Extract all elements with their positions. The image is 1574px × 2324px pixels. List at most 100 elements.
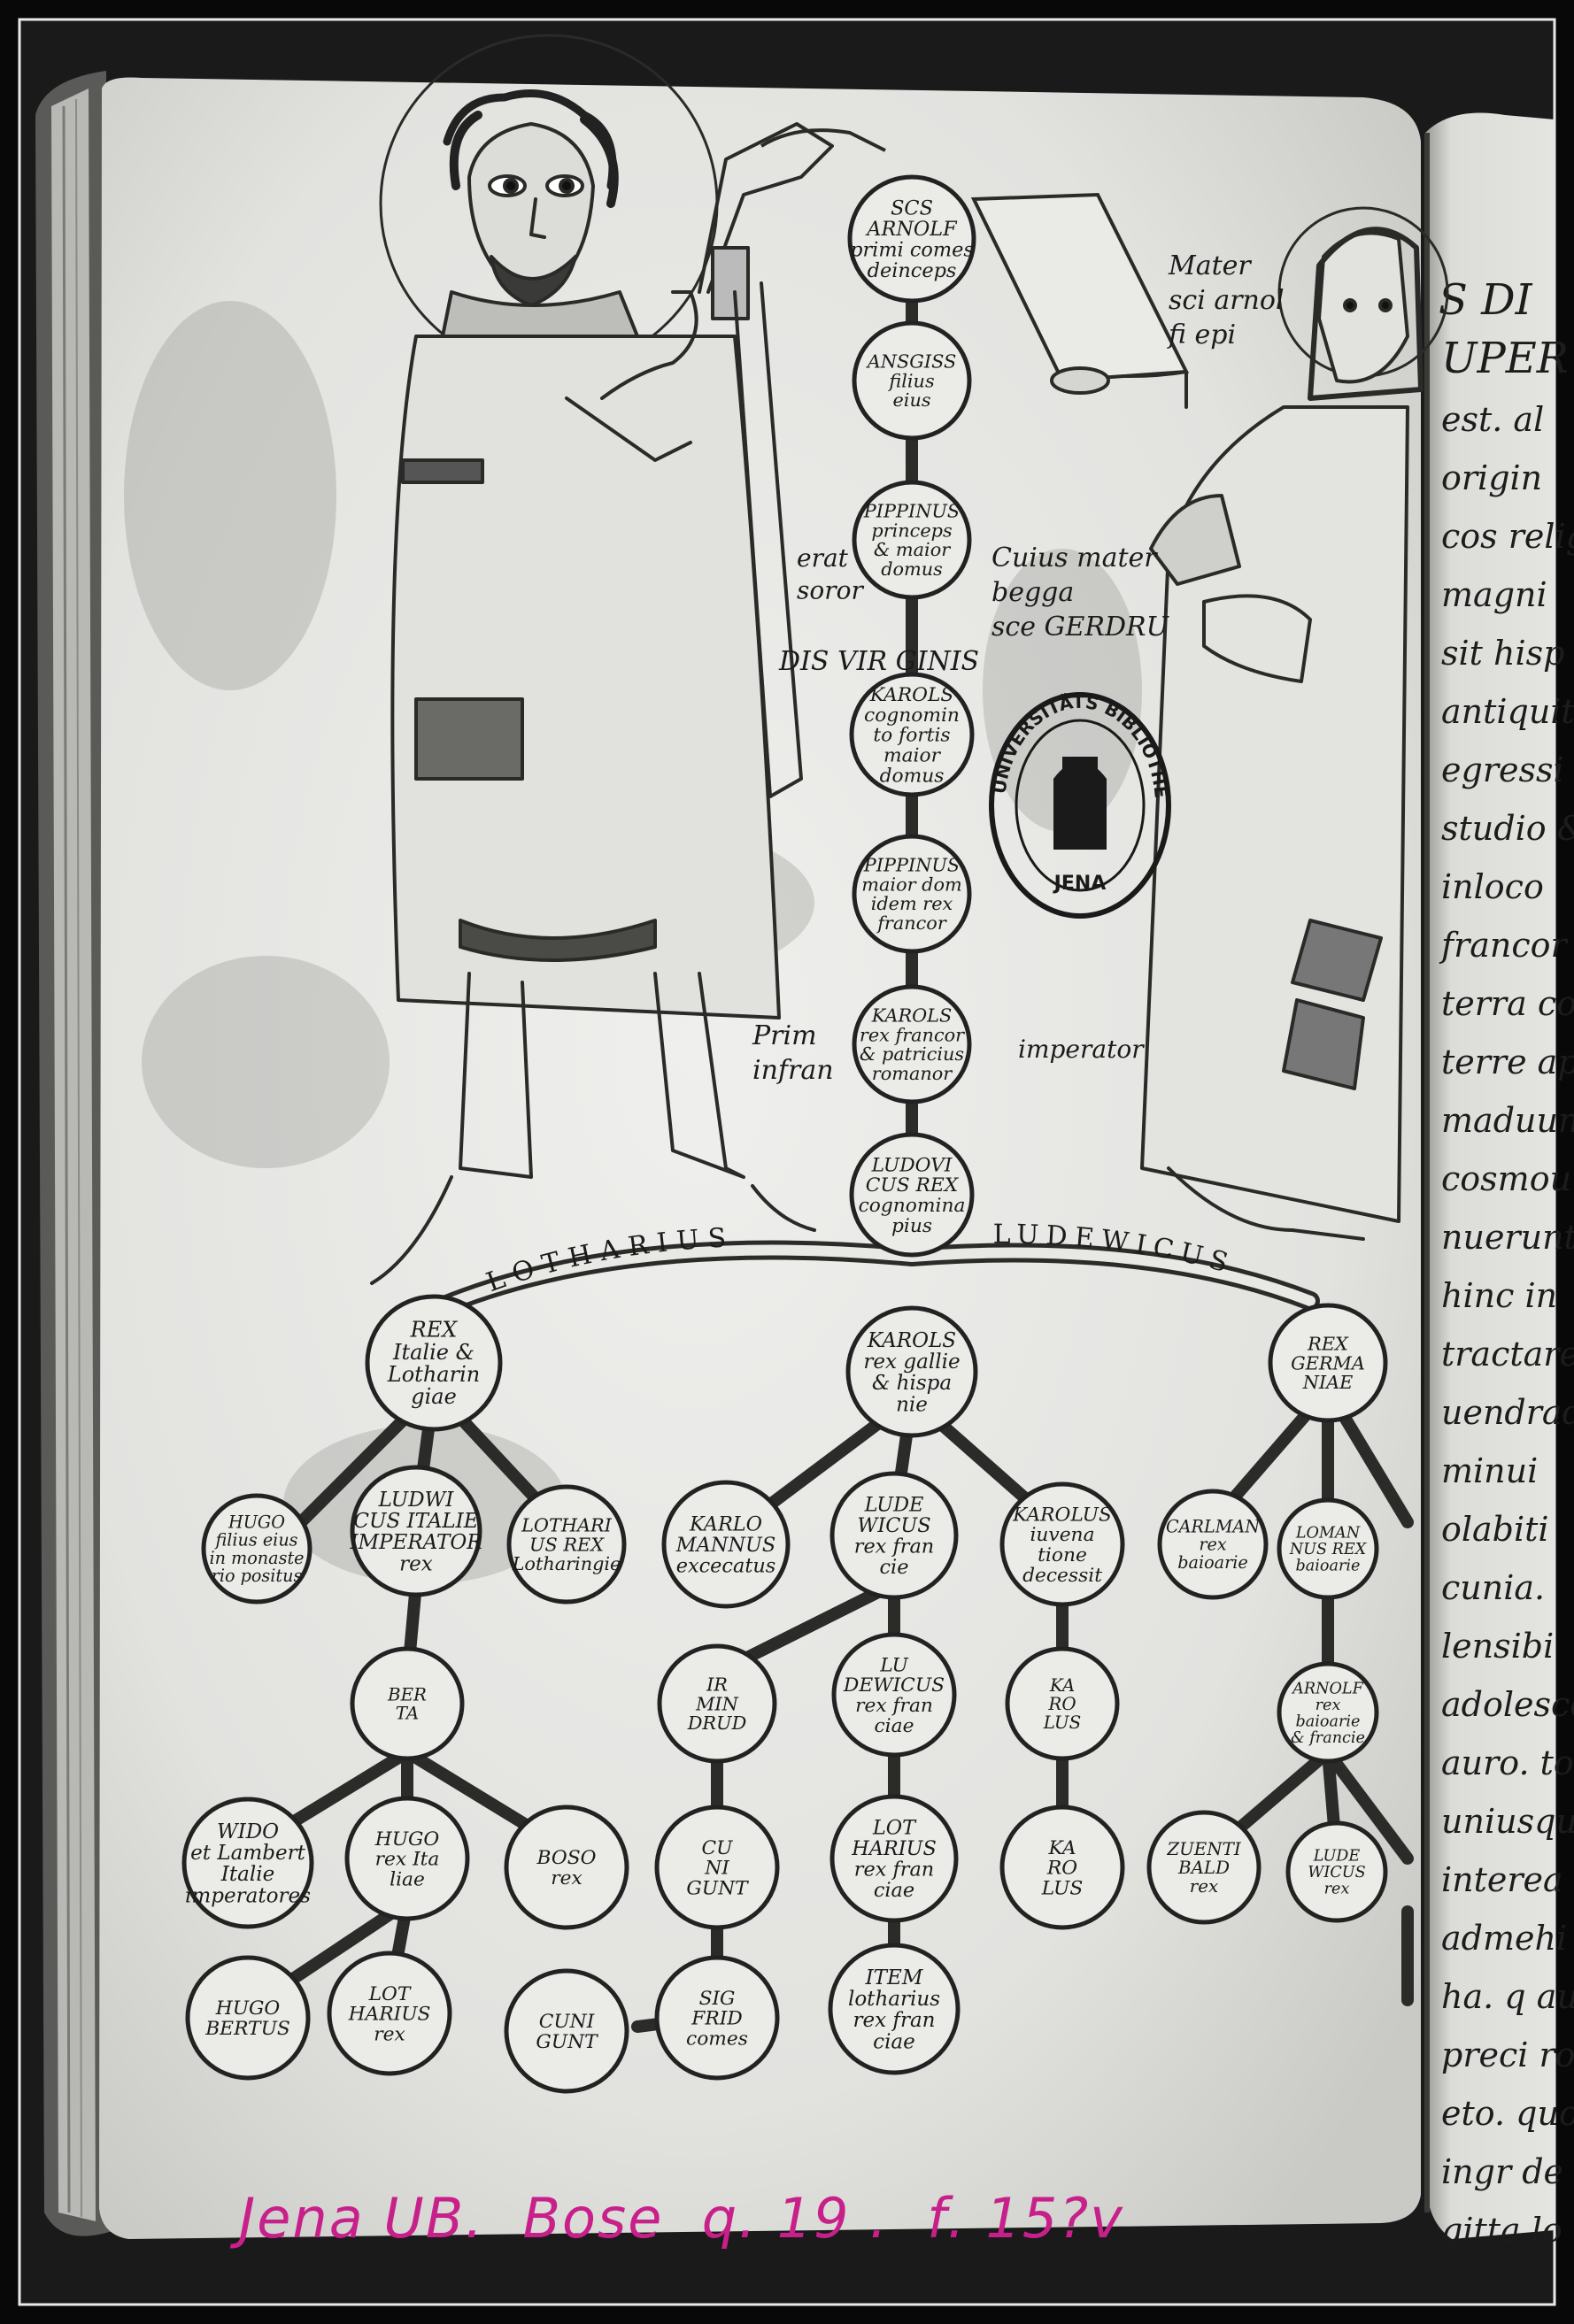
medallion-text: iuvena <box>1030 1524 1094 1546</box>
medallion-text: NIAE <box>1302 1372 1354 1393</box>
medallion-text: idem rex <box>871 893 953 914</box>
medallion-text: SCS <box>891 197 933 220</box>
medallion-text: filius <box>887 370 934 391</box>
medallion-text: ciae <box>875 1715 914 1737</box>
medallion-text: ITEM <box>865 1966 924 1989</box>
genealogy-tree-lines <box>242 286 1414 2033</box>
medallion-circle <box>181 1797 314 1929</box>
medallion-circle <box>829 1794 959 1923</box>
medallion-circle <box>661 1480 791 1609</box>
medallion-text: BERTUS <box>204 2018 290 2040</box>
facing-page-line: hinc in <box>1441 1276 1557 1315</box>
medallion-text: IMPERATOR <box>349 1531 482 1554</box>
medallion-circle <box>828 1943 961 2075</box>
note-text-side-note-1: Cuius mater <box>991 543 1158 573</box>
medallion-text: CUNI <box>539 2011 595 2033</box>
facing-page-line: cunia. <box>1441 1568 1545 1607</box>
medallion-text: deinceps <box>868 259 957 282</box>
facing-page-line: maduum <box>1441 1101 1574 1140</box>
medallion-text: rex <box>374 2023 405 2045</box>
facing-page-line: preci ro <box>1441 2035 1574 2074</box>
medallion-text: cognomina <box>859 1195 966 1217</box>
facing-page-line: studio & <box>1441 809 1574 848</box>
facing-page-line: admehi <box>1441 1919 1567 1958</box>
medallion-text: NI <box>704 1858 729 1880</box>
archive-caption: Jena UB. Bose q. 19 . f. 15?v <box>239 2186 1124 2251</box>
facing-page <box>1425 112 1555 2239</box>
medallion-text: DEWICUS <box>843 1674 945 1697</box>
facing-page-line: interea <box>1441 1860 1563 1899</box>
medallion-text: cie <box>880 1556 909 1579</box>
medallion-circle <box>350 1646 465 1761</box>
facing-page-line: origin <box>1441 458 1542 497</box>
medallion-text: to fortis <box>873 725 950 747</box>
medallion-text: US REX <box>529 1534 605 1555</box>
facing-page-line: tractare <box>1441 1335 1574 1374</box>
medallion-text: princeps <box>871 519 952 541</box>
medallion-text: rio positus <box>212 1566 303 1586</box>
medallion-circle <box>847 174 976 304</box>
medallion-text: lotharius <box>848 1988 940 2011</box>
medallion-text: nie <box>896 1393 928 1416</box>
medallion-circle <box>657 1643 777 1764</box>
medallion-text: KARLO <box>689 1512 762 1535</box>
medallion-text: WICUS <box>1308 1864 1365 1882</box>
scroll <box>760 128 1190 395</box>
medallion-text: KAROLS <box>867 1329 956 1352</box>
medallion-text: pius <box>891 1215 932 1237</box>
facing-page-line: uendrad <box>1441 1393 1574 1432</box>
medallion-text: ZUENTI <box>1166 1839 1242 1859</box>
note-text-right-label: imperator <box>1018 1035 1145 1064</box>
medallion-text: maior dom <box>861 873 961 895</box>
medallion-text: CARLMAN <box>1166 1517 1261 1537</box>
medallion-text: baioarie <box>1296 1712 1361 1730</box>
medallion-circle <box>852 320 972 441</box>
medallion-circle <box>1277 1661 1379 1764</box>
medallion-circle <box>504 1968 629 2094</box>
medallion-circle <box>1268 1303 1388 1423</box>
medallion-text: eius <box>892 389 930 411</box>
medallion-text: rex <box>1190 1876 1218 1897</box>
medallion-circle <box>350 1465 482 1597</box>
medallion-text: WICUS <box>857 1514 930 1537</box>
medallion-text: CUS ITALIE <box>353 1510 478 1533</box>
facing-page-line: adolesce <box>1441 1685 1574 1724</box>
medallion-text: maior <box>883 744 942 766</box>
medallion-text: Lotharin <box>387 1362 480 1387</box>
medallion-text: francor <box>876 912 947 934</box>
facing-page-line: inloco <box>1441 867 1544 906</box>
facing-page-line: cosmou <box>1441 1159 1571 1198</box>
medallion-text: baioarie <box>1296 1558 1361 1575</box>
medallion-circle <box>852 984 972 1104</box>
medallion-text: rex Ita <box>375 1849 440 1871</box>
medallion-circle <box>504 1805 629 1930</box>
medallion-text: rex <box>1324 1881 1350 1898</box>
medallion-text: BALD <box>1177 1858 1230 1878</box>
note-text-left-scroll-label: infran <box>752 1055 834 1086</box>
medallion-circle <box>999 1805 1125 1930</box>
medallion-text: MANNUS <box>675 1534 776 1557</box>
medallion-text: rex fran <box>854 1535 934 1558</box>
medallion-text: LUDE <box>864 1494 924 1517</box>
medallion-circle <box>829 1471 959 1600</box>
medallion-text: giae <box>411 1384 457 1409</box>
